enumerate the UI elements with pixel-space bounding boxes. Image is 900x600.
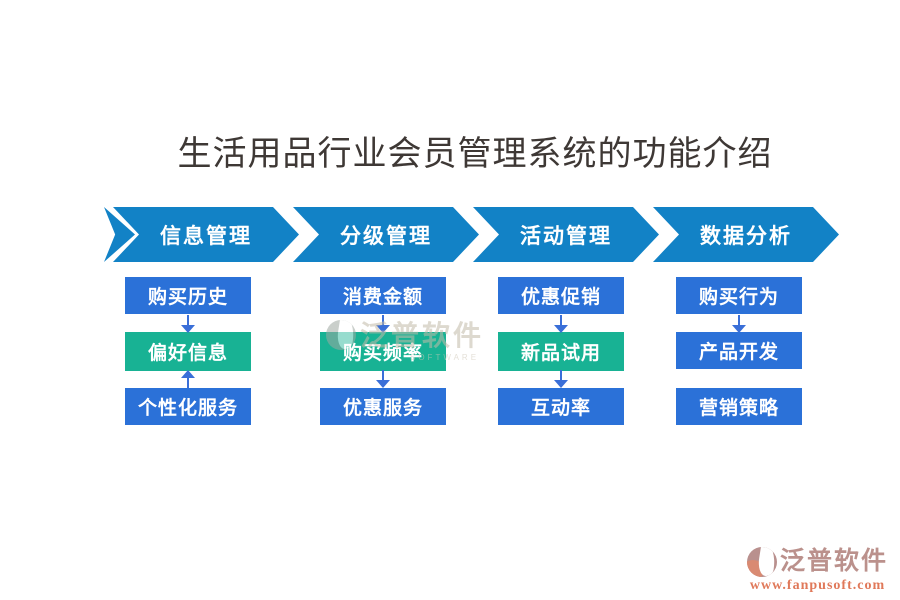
box-product-development: 产品开发 [676, 332, 802, 369]
box-new-product-trial: 新品试用 [498, 332, 624, 371]
up-arrow-icon [180, 370, 196, 388]
box-purchase-history: 购买历史 [125, 277, 251, 314]
footer-watermark: 泛普软件 www.fanpusoft.com [746, 547, 888, 594]
box-purchase-behavior: 购买行为 [676, 277, 802, 314]
down-arrow-icon [180, 315, 196, 333]
banner-label: 分级管理 [340, 223, 432, 248]
box-marketing-strategy: 营销策略 [676, 388, 802, 425]
box-discount-service: 优惠服务 [320, 388, 446, 425]
banner-data-analysis: 数据分析 [653, 207, 839, 262]
down-arrow-icon [553, 315, 569, 333]
box-purchase-frequency: 购买频率 [320, 332, 446, 371]
banner-tier-management: 分级管理 [293, 207, 479, 262]
banner-label: 数据分析 [700, 223, 792, 248]
banner-info-management: 信息管理 [113, 207, 299, 262]
down-arrow-icon [553, 370, 569, 388]
watermark-brand: 泛普软件 [779, 548, 888, 575]
box-promo-sales: 优惠促销 [498, 277, 624, 314]
banner-label: 活动管理 [520, 223, 612, 248]
box-personalized-service: 个性化服务 [125, 388, 251, 425]
banner-label: 信息管理 [160, 223, 252, 248]
banner-activity-management: 活动管理 [473, 207, 659, 262]
fanpu-logo-icon [746, 547, 777, 577]
box-preference-info: 偏好信息 [125, 332, 251, 371]
down-arrow-icon [731, 315, 747, 333]
down-arrow-icon [375, 370, 391, 388]
watermark-url: www.fanpusoft.com [749, 578, 886, 593]
page-title: 生活用品行业会员管理系统的功能介绍 [177, 136, 773, 173]
box-spend-amount: 消费金额 [320, 277, 446, 314]
box-interaction-rate: 互动率 [498, 388, 624, 425]
down-arrow-icon [375, 315, 391, 333]
